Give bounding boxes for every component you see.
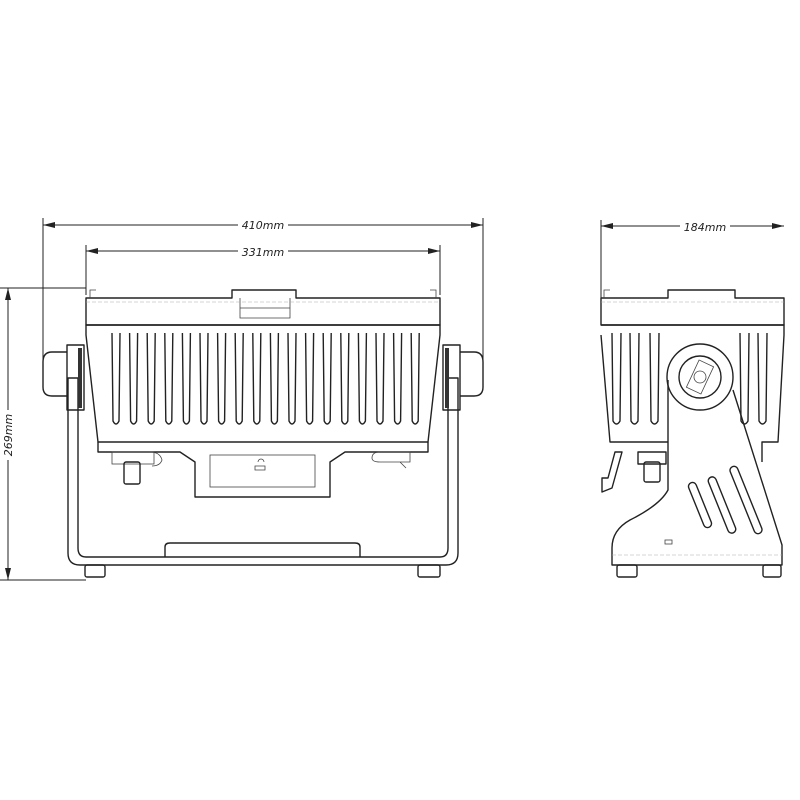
fin-slot — [199, 332, 209, 425]
fin-slot — [410, 332, 420, 425]
dimension-410: 410mm — [42, 216, 484, 365]
heatsink — [85, 324, 441, 443]
fin-slot — [181, 332, 192, 425]
pivot-ring-right — [442, 344, 461, 411]
side-heatsink — [600, 324, 785, 462]
heatsink-fins — [111, 332, 420, 425]
side-gland — [637, 451, 667, 465]
fin-slot — [128, 332, 139, 425]
side-housing-top — [600, 289, 785, 326]
fin-slot — [269, 332, 280, 425]
cable-gland-right — [371, 451, 411, 469]
pivot-knob — [678, 355, 722, 399]
dimension-label-269: 269mm — [2, 414, 15, 456]
housing-top — [85, 289, 441, 326]
fin-slot — [611, 332, 622, 425]
fin-slot — [146, 332, 156, 425]
pivot-hub — [666, 343, 734, 411]
fin-slot — [111, 332, 121, 425]
fin-slot — [287, 332, 297, 425]
foot-right — [417, 564, 441, 578]
fin-slot — [340, 332, 350, 425]
front-view — [42, 289, 484, 578]
dimension-label-410: 410mm — [242, 219, 284, 232]
fin-slot — [322, 332, 332, 425]
fin-slot — [164, 332, 174, 425]
side-heatsink-fins — [611, 332, 768, 425]
fin-slot — [649, 332, 660, 425]
side-hook — [601, 451, 623, 493]
side-foot-left — [616, 564, 638, 578]
fin-slot — [629, 332, 640, 425]
fin-slot — [234, 332, 244, 425]
base-plate — [164, 542, 361, 557]
fin-slot — [739, 332, 750, 425]
indicator-mark — [664, 539, 673, 545]
fin-slot — [252, 332, 262, 425]
bracket-slots — [687, 465, 763, 535]
pivot-washer-right — [445, 348, 449, 408]
connector-panel — [209, 454, 316, 488]
fin-slot — [375, 332, 385, 425]
lower-housing — [97, 442, 429, 498]
dimension-184: 184mm — [600, 218, 784, 300]
dimension-label-184: 184mm — [684, 221, 726, 234]
knob-right — [460, 351, 484, 397]
yoke-bracket — [67, 377, 459, 566]
fin-slot — [304, 332, 315, 425]
dimension-269: 269mm — [0, 287, 86, 581]
fin-slot — [392, 332, 403, 425]
fin-slot — [757, 332, 768, 425]
foot-left — [84, 564, 106, 578]
knob-left — [42, 351, 67, 397]
pivot-washer-left — [78, 348, 82, 408]
side-foot-right — [762, 564, 782, 578]
fin-slot — [357, 332, 368, 425]
side-view — [600, 289, 785, 578]
dimension-331: 331mm — [85, 243, 441, 295]
fin-slot — [216, 332, 227, 425]
side-bracket — [611, 380, 783, 566]
cable-gland-left — [111, 451, 163, 485]
dimension-label-331: 331mm — [242, 246, 284, 259]
pivot-ring-left — [66, 344, 85, 411]
